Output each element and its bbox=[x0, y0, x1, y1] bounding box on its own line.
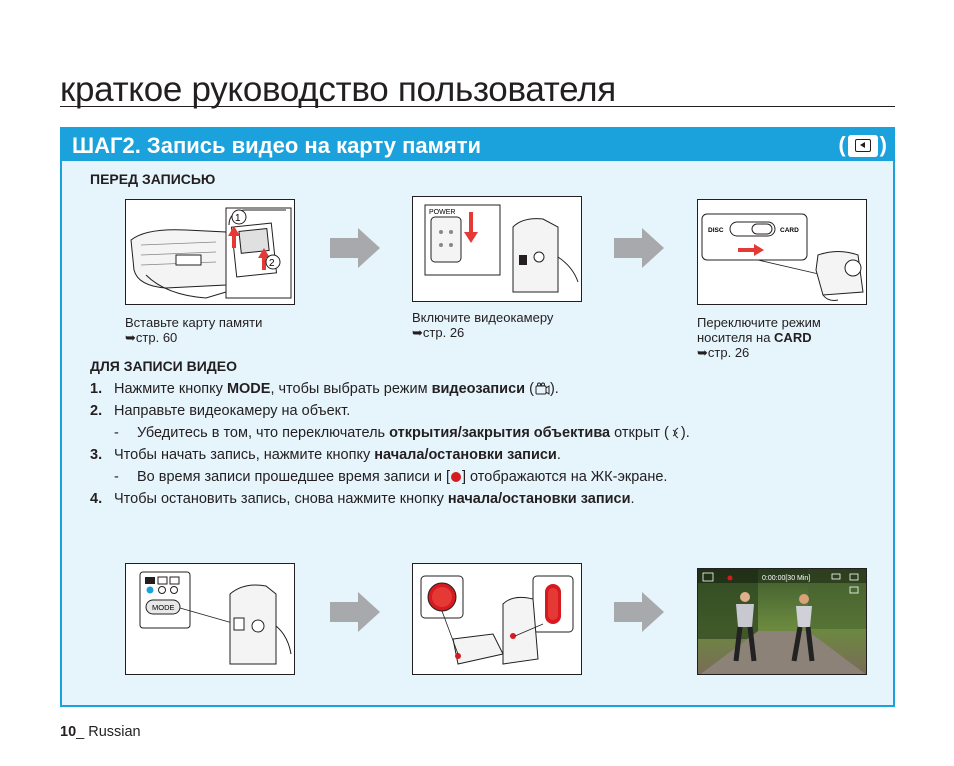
ref-arrow-icon: ➥ bbox=[125, 330, 136, 345]
step-3-note: - Во время записи прошедшее время записи… bbox=[90, 468, 880, 487]
step-text: ( bbox=[525, 381, 534, 397]
media-mode-caption: Переключите режим носителя на CARD ➥стр.… bbox=[697, 315, 821, 360]
step-bold: открытия/закрытия объектива bbox=[389, 425, 611, 441]
step-text: ] отображаются на ЖК-экране. bbox=[461, 469, 668, 485]
page-ref: ➥стр. 26 bbox=[697, 345, 821, 360]
step-4: 4. Чтобы остановить запись, снова нажмит… bbox=[90, 490, 880, 509]
memory-card-icon bbox=[847, 135, 878, 158]
next-arrow-icon bbox=[330, 592, 380, 632]
next-arrow-icon bbox=[330, 228, 380, 268]
step-bold: начала/остановки записи bbox=[447, 491, 631, 507]
caption-text: Переключите режим bbox=[697, 315, 821, 330]
step-text: . bbox=[630, 491, 635, 507]
step-text: Чтобы остановить запись, снова нажмите к… bbox=[114, 491, 448, 507]
ref-arrow-icon: ➥ bbox=[697, 345, 708, 360]
step-text: Убедитесь в том, что переключатель bbox=[137, 425, 390, 441]
step-text: открыт ( bbox=[610, 425, 669, 441]
caption-bold: CARD bbox=[774, 330, 812, 345]
media-mode-illustration: DISC CARD bbox=[697, 199, 867, 305]
step-bold: начала/остановки записи bbox=[374, 447, 557, 463]
step-mark-1: 1 bbox=[235, 213, 241, 224]
power-label: POWER bbox=[429, 209, 455, 216]
page-ref: ➥стр. 60 bbox=[125, 330, 262, 345]
recording-photo: 0:00:00[30 Min] bbox=[698, 569, 866, 674]
step-bold: MODE bbox=[226, 381, 271, 397]
section-heading: ШАГ2. Запись видео на карту памяти bbox=[72, 133, 482, 158]
section-header: ШАГ2. Запись видео на карту памяти () bbox=[62, 129, 893, 161]
caption-line2: носителя на CARD bbox=[697, 330, 821, 345]
lcd-recording-screen: 0:00:00[30 Min] bbox=[697, 568, 867, 675]
badge-close: ) bbox=[879, 132, 887, 157]
step-text: . bbox=[556, 447, 561, 463]
mode-button-icon: MODE bbox=[139, 571, 292, 665]
step-number: 1. bbox=[90, 381, 103, 397]
dash: - bbox=[114, 425, 119, 441]
ref-arrow-icon: ➥ bbox=[412, 325, 423, 340]
lens-open-icon bbox=[672, 427, 679, 439]
step-text: ). bbox=[549, 381, 559, 397]
page-ref-text: стр. 26 bbox=[707, 345, 750, 360]
record-button-icon bbox=[420, 575, 574, 665]
mode-label: MODE bbox=[152, 603, 175, 612]
step-text: Во время записи прошедшее время записи и… bbox=[137, 469, 450, 485]
footer-language: _ Russian bbox=[76, 724, 141, 740]
camcorder-card-slot-icon: 1 2 bbox=[130, 207, 292, 299]
record-button-illustration bbox=[412, 563, 582, 675]
card-label: CARD bbox=[780, 227, 799, 234]
step-2: 2. Направьте видеокамеру на объект. bbox=[90, 402, 880, 421]
step-mark-2: 2 bbox=[269, 258, 275, 269]
recording-steps: 1. Нажмите кнопку MODE, чтобы выбрать ре… bbox=[90, 380, 880, 512]
mode-switch-icon: DISC CARD bbox=[701, 213, 864, 301]
insert-card-caption: Вставьте карту памяти ➥стр. 60 bbox=[125, 315, 262, 345]
video-mode-icon bbox=[535, 382, 550, 396]
recording-subtitle: ДЛЯ ЗАПИСИ ВИДЕО bbox=[90, 358, 238, 374]
step-number: 3. bbox=[90, 447, 103, 463]
record-dot-icon bbox=[450, 472, 461, 483]
power-switch-icon: POWER bbox=[424, 204, 579, 293]
caption-text: Вставьте карту памяти bbox=[125, 315, 263, 330]
lcd-time-readout: 0:00:00[30 Min] bbox=[762, 575, 810, 582]
step-text: Чтобы начать запись, нажмите кнопку bbox=[114, 447, 375, 463]
step-3: 3. Чтобы начать запись, нажмите кнопку н… bbox=[90, 446, 880, 465]
step-bold: видеозаписи bbox=[431, 381, 526, 397]
card-mode-badge: () bbox=[838, 132, 887, 158]
before-recording-subtitle: ПЕРЕД ЗАПИСЬЮ bbox=[90, 171, 216, 187]
step-1: 1. Нажмите кнопку MODE, чтобы выбрать ре… bbox=[90, 380, 880, 399]
step-text: , чтобы выбрать режим bbox=[270, 381, 432, 397]
page-number: 10 bbox=[60, 724, 77, 740]
power-on-caption: Включите видеокамеру ➥стр. 26 bbox=[412, 310, 553, 340]
step-text: Нажмите кнопку bbox=[114, 381, 227, 397]
badge-open: ( bbox=[838, 132, 846, 157]
page-title: краткое руководство пользователя bbox=[60, 70, 616, 109]
title-rule bbox=[60, 106, 895, 107]
step-number: 4. bbox=[90, 491, 103, 507]
page-ref-text: стр. 26 bbox=[422, 325, 465, 340]
page-footer: 10_ Russian bbox=[60, 724, 141, 740]
next-arrow-icon bbox=[614, 592, 664, 632]
step-text: Направьте видеокамеру на объект. bbox=[114, 403, 351, 419]
caption-text: Включите видеокамеру bbox=[412, 310, 554, 325]
step-number: 2. bbox=[90, 403, 103, 419]
mode-button-illustration: MODE bbox=[125, 563, 295, 675]
page-ref-text: стр. 60 bbox=[135, 330, 178, 345]
page-ref: ➥стр. 26 bbox=[412, 325, 553, 340]
step-text: ). bbox=[680, 425, 690, 441]
step-2-note: - Убедитесь в том, что переключатель отк… bbox=[90, 424, 880, 443]
dash: - bbox=[114, 469, 119, 485]
next-arrow-icon bbox=[614, 228, 664, 268]
power-on-illustration: POWER bbox=[412, 196, 582, 302]
caption-text: носителя на bbox=[697, 330, 775, 345]
insert-card-illustration: 1 2 bbox=[125, 199, 295, 305]
disc-label: DISC bbox=[708, 227, 724, 234]
